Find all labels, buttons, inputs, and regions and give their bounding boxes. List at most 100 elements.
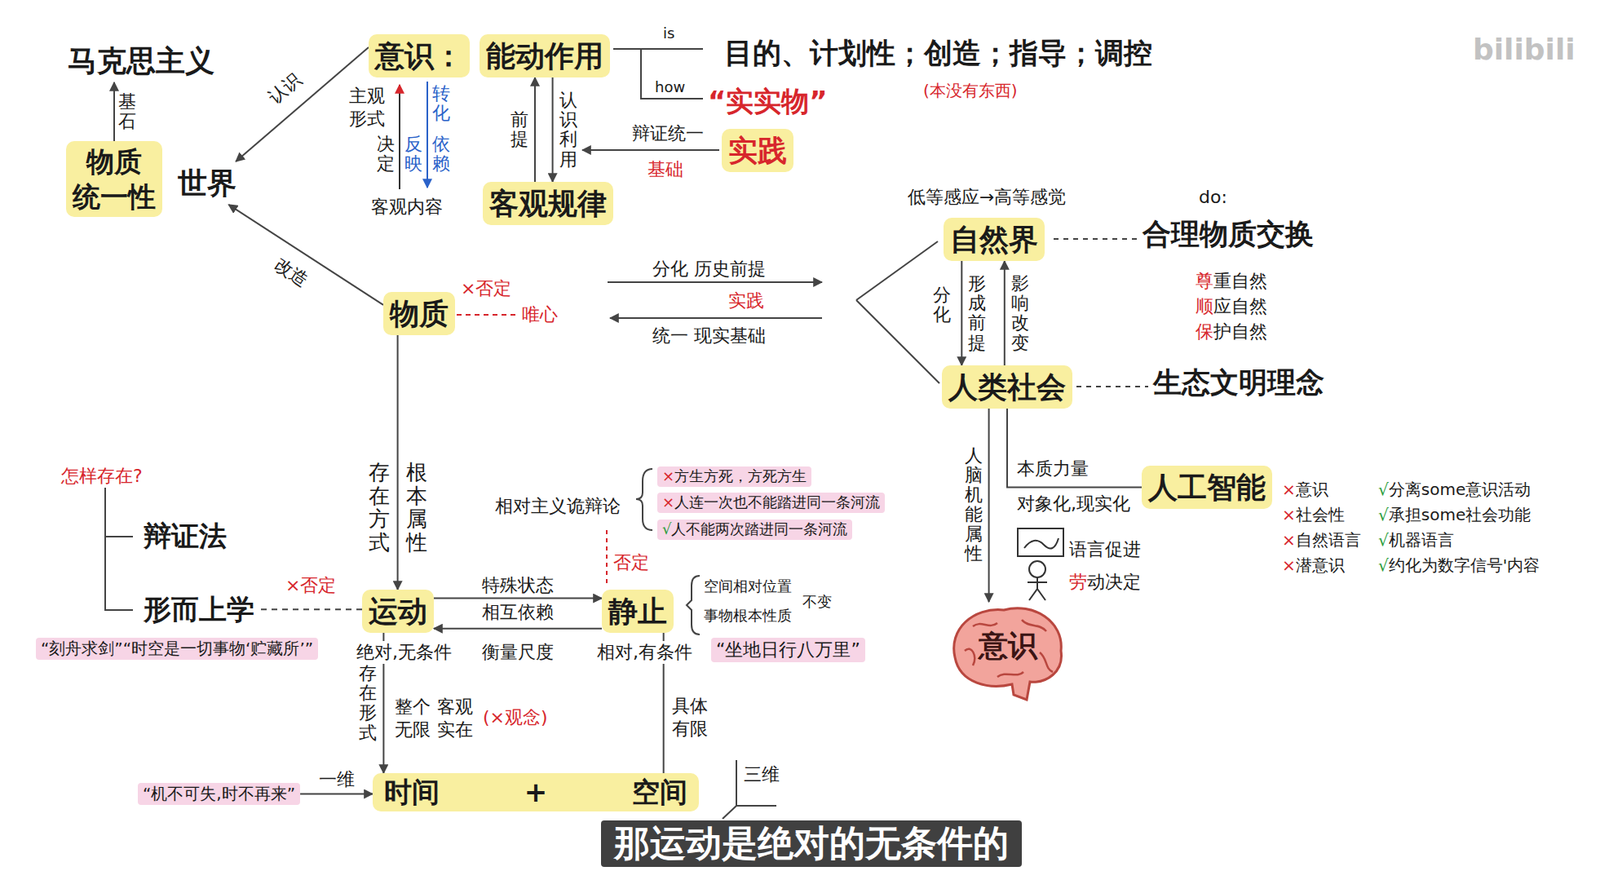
note-text: 本质力量 [1016,457,1089,481]
practice-arrow [582,149,720,151]
decide-arrow [398,84,401,190]
note-text: 保护自然 [1195,320,1268,344]
edge-label: 认识 [262,67,306,110]
note-text: 唯心 [521,303,558,327]
note-text: √分离some意识活动 [1378,479,1531,500]
person-head [1029,561,1046,578]
history-arrow [607,281,823,283]
method-bracket [105,487,133,610]
note-text: 相对主义诡辩论 [495,495,621,518]
node-text: ×人连一次也不能踏进同一条河流 [662,493,880,513]
highlight-term: 人类社会 [941,365,1073,409]
note-text: 不变 [802,592,832,612]
note-text: 对象化,现实化 [1016,492,1131,516]
board-scribble [1024,538,1059,549]
node-text: 运动 [368,592,428,630]
note-text: bilibili [1472,30,1576,68]
note-text: 目的、计划性；创造；指导；调控 [724,35,1153,72]
node-text: 实践 [728,132,787,169]
node-text: 意识： [375,37,464,75]
society-bracket [856,241,940,384]
node-text: “机不可失,时不再来” [142,783,296,805]
connector [235,47,369,162]
connector [960,260,963,366]
connector [534,77,536,182]
node-text: “刻舟求剑”“时空是一切事物‘贮藏所’” [40,638,314,659]
highlight-term: 能动作用 [479,34,610,78]
note-text: 合理物质交换 [1142,216,1314,253]
edge-label: 一维 [318,768,356,792]
person-body [1027,577,1048,601]
note-text: 事物根本性质 [703,606,792,626]
term: 世界 [171,161,244,205]
board [1017,528,1064,557]
pink-quote: √人不能两次踏进同一条河流 [657,519,853,540]
note-text: 主观 形式 [349,84,385,130]
node-text: √人不能两次踏进同一条河流 [662,520,848,540]
note-text: 否定 [613,551,650,575]
note-text: 反映 [404,134,423,174]
note-text: 客观内容 [371,195,443,219]
connector [433,627,602,630]
note-text: 三维 [743,763,780,787]
is-how-bracket [613,48,703,99]
note-text: 整个 无限 [394,695,431,741]
edge-label: 人脑机能属性 [963,446,984,565]
connector [397,335,399,590]
note-text: 劳动决定 [1069,570,1141,594]
term: 形而上学 [137,588,261,631]
connector [260,608,363,610]
node-text: 空间 [632,774,688,810]
edge-label: 特殊状态 [481,574,555,597]
note-text: (×观念) [482,706,549,730]
node-text: 人类社会 [948,368,1066,406]
note-text: ×社会性 [1281,504,1345,526]
highlight-term: 静止 [601,589,674,633]
connector [1007,408,1142,488]
edge-label: 影响改变 [1010,274,1030,354]
note-text: 客观 实在 [437,695,473,741]
note-text: 绝对,无条件 [356,640,452,664]
note-text: 低等感应→高等感觉 [907,185,1066,209]
note-text: 顺应自然 [1195,295,1268,319]
note-text: 衡量尺度 [481,640,554,664]
note-text: 转化 [432,83,451,124]
subtitle-caption: 那运动是绝对的无条件的 [601,820,1022,867]
note-text: 怎样存在? [61,464,143,488]
node-text: 意识 [978,627,1038,664]
note-text: 根本属性 [406,460,428,554]
note-text: √约化为数字信号'内容 [1378,555,1540,576]
note-text: do: [1198,185,1228,209]
edge-label: 基石 [117,92,138,132]
note-text: √机器语言 [1378,530,1455,551]
highlight-term: 意识： [368,34,470,78]
note-text: (本没有东西) [923,80,1018,102]
note-text: ×否定 [460,277,512,301]
pink-quote: ×人连一次也不能踏进同一条河流 [657,492,885,513]
note-text: ×自然语言 [1281,530,1362,551]
note-text: ×潜意识 [1281,555,1345,576]
pink-quote: “坐地日行八万里” [711,637,866,663]
note-text: 存在方式 [368,460,390,554]
brain-outline [954,608,1062,700]
node-text: 物质 [389,295,449,332]
dashed-leader [456,313,519,316]
highlight-term: 客观规律 [482,181,614,226]
time-space-band: 时间+空间 [372,773,699,812]
note-text: is [662,24,675,44]
note-text: ×意识 [1281,479,1329,500]
pink-quote: “刻舟求剑”“时空是一切事物‘贮藏所’” [35,637,319,660]
edge-label: 存在形式 [358,663,378,743]
note-text: 统一 现实基础 [652,324,766,348]
edge-label: 相互依赖 [481,601,555,624]
highlight-term: 运动 [362,589,434,633]
connector [113,82,115,142]
note-text: 基础 [647,158,684,182]
edge-group [114,47,1142,795]
brain-folds [964,619,1053,677]
dashed-leader [1053,238,1139,240]
node-text: 人工智能 [1148,468,1266,506]
note-text: 相对,有条件 [596,640,693,664]
node-text: 静止 [608,592,668,630]
